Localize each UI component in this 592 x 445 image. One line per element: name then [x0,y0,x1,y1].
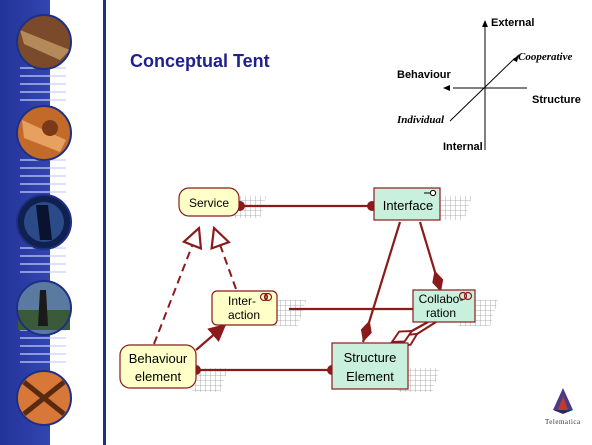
realization-links [153,228,237,345]
link-behaviour-interaction [195,323,227,351]
node-collaboration-label-2: ration [426,306,456,320]
logo-text: Telematica [545,418,581,426]
photo-circle-2 [16,105,72,161]
photo-circle-5 [16,370,72,426]
photo-circle-3 [16,194,72,250]
node-behaviour-element: Behaviour element [119,344,197,389]
node-interaction-label-2: action [228,308,260,322]
node-behaviour-element-label-1: Behaviour [129,351,188,366]
photo-circle-1 [16,14,72,70]
axis-label-internal: Internal [443,141,483,153]
connectors [191,201,444,375]
page-title: Conceptual Tent [130,51,270,71]
node-interface: Interface [373,187,441,221]
interface-icon [429,189,437,197]
node-behaviour-element-label-2: element [135,369,182,384]
axis-label-cooperative: Cooperative [518,51,572,63]
collaboration-icon [458,291,473,301]
node-structure-element-label-1: Structure [344,350,397,365]
link-collaboration-structure-a [398,321,437,346]
axis-cross: External Behaviour Structure Cooperative… [396,17,581,153]
node-service: Service [178,187,240,217]
link-interface-collaboration [418,221,444,293]
axis-label-external: External [491,17,534,29]
axis-label-behaviour: Behaviour [397,69,452,81]
axis-label-individual: Individual [396,114,445,126]
interaction-icon [259,292,273,302]
axis-label-structure: Structure [532,94,581,106]
node-interface-label: Interface [383,198,434,213]
node-interaction: Inter- action [211,290,278,326]
sidebar-decoration [0,0,108,445]
node-structure-element: Structure Element [331,342,409,390]
link-interface-structure [360,221,402,343]
photo-circle-4 [16,280,72,336]
node-interaction-label-1: Inter- [228,294,256,308]
link-collaboration-structure-b [392,321,429,342]
realization-interaction-service [214,228,237,290]
node-structure-element-label-2: Element [346,369,394,384]
node-collaboration: Collabo- ration [412,289,476,323]
realization-behaviour-service [153,228,199,345]
node-shadows [192,196,498,392]
node-service-label: Service [189,196,229,210]
node-collaboration-label-1: Collabo- [419,292,464,306]
telematica-logo [553,388,573,414]
